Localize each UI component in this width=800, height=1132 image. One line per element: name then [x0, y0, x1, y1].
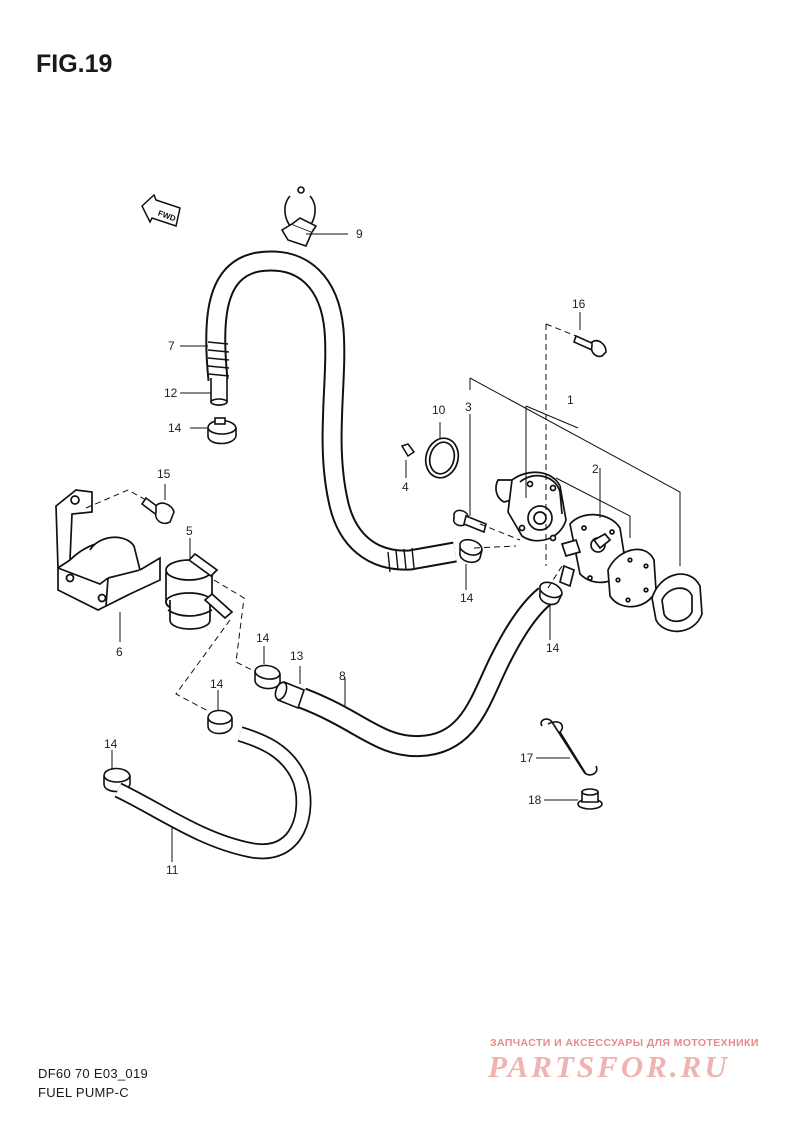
callout-5: 5 [186, 524, 193, 538]
callout-14-upper: 14 [168, 421, 182, 435]
fuel-filter-5[interactable] [165, 552, 234, 630]
figure-title: FIG.19 [36, 50, 113, 78]
hose-clamp-14-upper[interactable] [207, 417, 237, 445]
fwd-arrow-icon: FWD [141, 193, 181, 227]
hose-clip-17[interactable] [540, 718, 598, 776]
watermark-tagline: ЗАПЧАСТИ И АКСЕССУАРЫ ДЛЯ МОТОТЕХНИКИ [490, 1037, 759, 1049]
callout-14-filter-left: 14 [210, 677, 224, 691]
callout-16: 16 [572, 297, 586, 311]
callout-1: 1 [567, 393, 574, 407]
callout-6: 6 [116, 645, 123, 659]
grommet-18[interactable] [577, 788, 603, 810]
fuel-hose-11[interactable] [114, 726, 312, 860]
figure-code: DF60 70 E03_019 [38, 1066, 149, 1081]
part-callouts: 1 2 3 4 5 6 7 8 9 10 11 12 13 14 14 14 1… [104, 227, 599, 877]
hose-clamp-9[interactable] [280, 186, 318, 247]
pipe-13[interactable] [273, 680, 305, 710]
pipe-12[interactable] [210, 378, 228, 406]
callout-10: 10 [432, 403, 446, 417]
callout-13: 13 [290, 649, 304, 663]
fuel-pump-assembly-1[interactable] [495, 471, 703, 633]
callout-2: 2 [592, 462, 599, 476]
callout-12: 12 [164, 386, 178, 400]
dashed-guide-lines [85, 323, 577, 713]
pump-screw[interactable] [452, 509, 487, 534]
fuel-hose-7[interactable] [205, 250, 457, 573]
hose-clamp-14-pump-inlet[interactable] [459, 538, 483, 564]
callout-17: 17 [520, 751, 534, 765]
pin-4[interactable] [400, 443, 416, 458]
hose-clamp-14-pump-outlet[interactable] [539, 581, 563, 606]
callout-14-pump-outlet: 14 [546, 641, 560, 655]
callout-7: 7 [168, 339, 175, 353]
callout-11: 11 [166, 863, 179, 877]
hose-clamp-14-filter-right[interactable] [254, 664, 281, 690]
callout-9: 9 [356, 227, 363, 241]
callout-14-filter-right: 14 [256, 631, 270, 645]
callout-8: 8 [339, 669, 346, 683]
watermark-logo: PARTSFOR.RU [488, 1049, 730, 1084]
bolt-15[interactable] [140, 496, 175, 525]
callout-14-pump-inlet: 14 [460, 591, 474, 605]
callout-14-lower-left: 14 [104, 737, 118, 751]
o-ring-10[interactable] [421, 435, 462, 482]
callout-18: 18 [528, 793, 542, 807]
callout-4: 4 [402, 480, 409, 494]
callout-15: 15 [157, 467, 171, 481]
filter-bracket-6[interactable] [55, 489, 161, 611]
bolt-16[interactable] [573, 334, 607, 358]
callout-3: 3 [465, 400, 472, 414]
figure-name: FUEL PUMP-C [38, 1085, 129, 1100]
fuel-hose-8[interactable] [298, 587, 553, 758]
hose-clamp-14-filter-left[interactable] [207, 709, 233, 735]
leader-lines [111, 233, 681, 862]
